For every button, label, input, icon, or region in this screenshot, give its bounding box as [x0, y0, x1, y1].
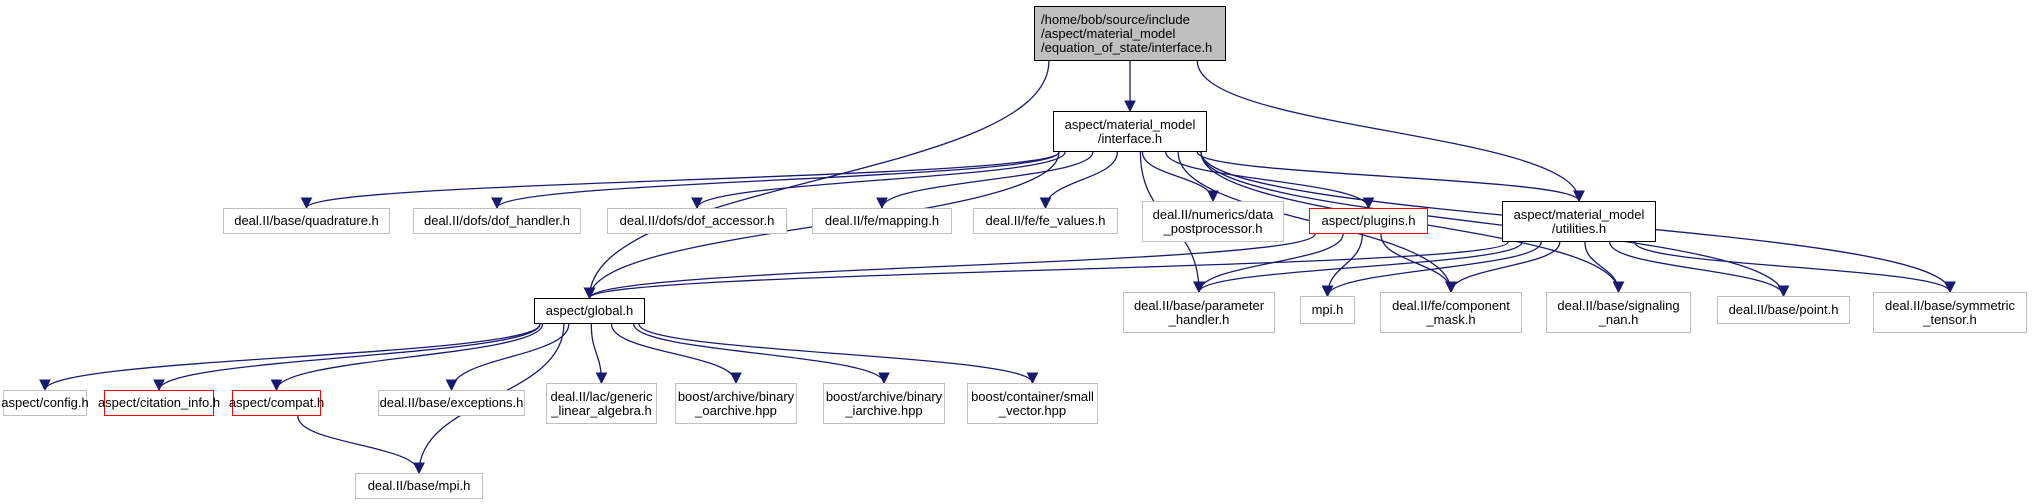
node-citation-info[interactable]: aspect/citation_info.h	[98, 390, 220, 416]
edge-global-to-generic_linear_algebra	[590, 323, 608, 385]
edge-global-to-exceptions	[445, 323, 570, 392]
node-dof-handler[interactable]: deal.II/dofs/dof_handler.h	[413, 208, 581, 234]
node-exceptions[interactable]: deal.II/base/exceptions.h	[378, 390, 525, 416]
node-root-file: /home/bob/source/include /aspect/materia…	[1034, 6, 1226, 61]
edge-utilities-to-point	[1609, 241, 1790, 298]
edge-utilities-to-symmetric_tensor	[1634, 241, 1956, 294]
edge-utilities-to-mpi	[1321, 241, 1542, 298]
node-point[interactable]: deal.II/base/point.h	[1717, 296, 1850, 324]
node-quadrature[interactable]: deal.II/base/quadrature.h	[223, 208, 390, 234]
node-mapping[interactable]: deal.II/fe/mapping.h	[812, 208, 952, 234]
node-compat[interactable]: aspect/compat.h	[229, 390, 324, 416]
node-symmetric-tensor[interactable]: deal.II/base/symmetric _tensor.h	[1873, 292, 2027, 333]
edge-mm_interface-to-fe_values	[1039, 151, 1118, 210]
node-global[interactable]: aspect/global.h	[534, 298, 645, 324]
node-fe-values[interactable]: deal.II/fe/fe_values.h	[973, 208, 1118, 234]
edge-global-to-binary_iarchive	[633, 323, 890, 385]
node-plugins[interactable]: aspect/plugins.h	[1309, 208, 1428, 234]
node-binary-iarchive[interactable]: boost/archive/binary _iarchive.hpp	[823, 383, 945, 424]
edge-mm_interface-to-mapping	[876, 151, 1094, 210]
edge-compat-to-dealii_mpi	[297, 415, 425, 475]
node-material-model-interface[interactable]: aspect/material_model /interface.h	[1053, 111, 1207, 152]
edge-global-to-binary_oarchive	[610, 323, 742, 385]
edge-mm_interface-to-quadrature	[300, 151, 1060, 210]
node-config[interactable]: aspect/config.h	[1, 390, 89, 416]
edge-mm_interface-to-point	[1200, 151, 1790, 298]
edge-root-to-global	[583, 60, 1050, 300]
edge-utilities-to-global	[583, 241, 1509, 300]
node-component-mask[interactable]: deal.II/fe/component _mask.h	[1380, 292, 1522, 333]
node-dof-accessor[interactable]: deal.II/dofs/dof_accessor.h	[607, 208, 787, 234]
edge-mm_interface-to-dof_accessor	[691, 151, 1066, 210]
edge-plugins-to-global	[583, 233, 1316, 300]
edge-plugins-to-mpi	[1321, 233, 1363, 298]
node-parameter-handler[interactable]: deal.II/base/parameter _handler.h	[1123, 292, 1275, 333]
edge-utilities-to-parameter_handler	[1193, 241, 1523, 294]
edge-mm_interface-to-data_postprocessor	[1141, 151, 1219, 203]
edge-global-to-small_vector	[638, 323, 1039, 385]
node-data-postprocessor[interactable]: deal.II/numerics/data _postprocessor.h	[1142, 201, 1284, 242]
node-material-model-utilities[interactable]: aspect/material_model /utilities.h	[1502, 201, 1656, 242]
node-binary-oarchive[interactable]: boost/archive/binary _oarchive.hpp	[675, 383, 797, 424]
node-generic-linear-algebra[interactable]: deal.II/lac/generic _linear_algebra.h	[546, 383, 657, 424]
edge-mm_interface-to-plugins	[1165, 151, 1375, 210]
edge-mm_interface-to-utilities	[1196, 151, 1585, 203]
edge-root-to-utilities	[1196, 60, 1585, 203]
edge-utilities-to-component_mask	[1445, 241, 1561, 294]
edge-global-to-citation_info	[153, 323, 541, 392]
edge-mm_interface-to-dof_handler	[491, 151, 1060, 210]
node-mpi[interactable]: mpi.h	[1300, 296, 1355, 324]
edge-global-to-compat	[270, 323, 544, 392]
edge-utilities-to-signaling_nan	[1584, 241, 1625, 294]
node-signaling-nan[interactable]: deal.II/base/signaling _nan.h	[1546, 292, 1691, 333]
node-dealii-base-mpi[interactable]: deal.II/base/mpi.h	[355, 473, 483, 499]
node-small-vector[interactable]: boost/container/small _vector.hpp	[967, 383, 1098, 424]
edge-global-to-config	[39, 323, 541, 392]
